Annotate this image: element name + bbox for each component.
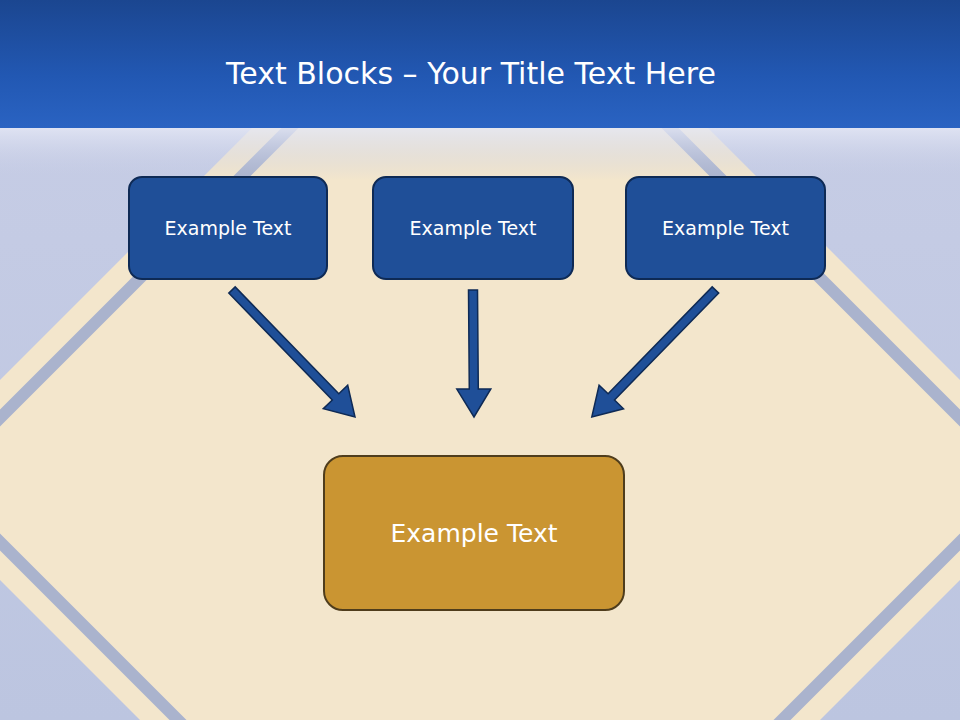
block-arrow [592, 287, 719, 417]
block-arrow [457, 290, 491, 417]
block-text: Example Text [165, 216, 292, 241]
block-arrow [229, 287, 355, 417]
text-block: Example Text [625, 176, 826, 280]
block-text: Example Text [391, 517, 558, 550]
header-fade [0, 120, 960, 180]
text-block: Example Text [128, 176, 328, 280]
result-box: Example Text [323, 455, 625, 611]
header-band: Text Blocks – Your Title Text Here [0, 0, 960, 128]
slide-title: Text Blocks – Your Title Text Here [0, 52, 942, 96]
text-block: Example Text [372, 176, 574, 280]
block-text: Example Text [410, 216, 537, 241]
block-text: Example Text [662, 216, 789, 241]
